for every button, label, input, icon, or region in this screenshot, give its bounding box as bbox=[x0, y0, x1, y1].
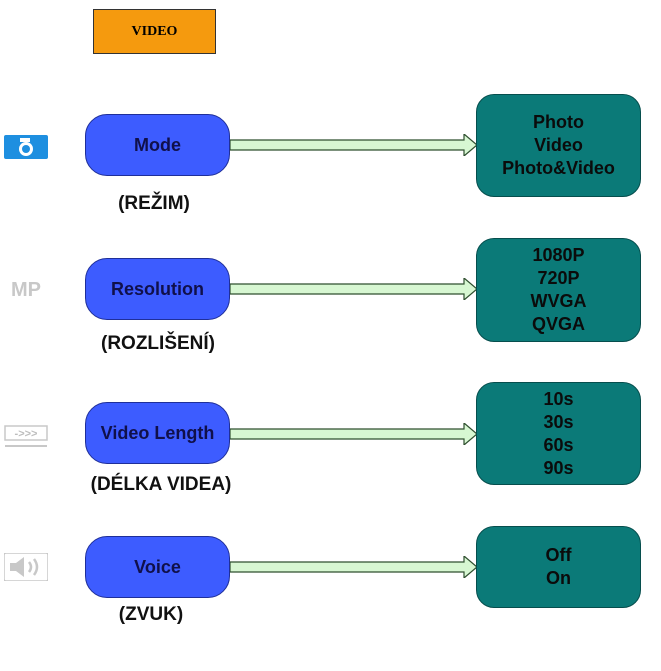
voice-caption: (ZVUK) bbox=[118, 604, 184, 625]
video-length-options: 10s 30s 60s 90s bbox=[476, 382, 641, 485]
voice-options: Off On bbox=[476, 526, 641, 608]
video-length-caption: (DÉLKA VIDEA) bbox=[90, 474, 232, 495]
resolution-node: Resolution bbox=[85, 258, 230, 320]
mode-caption: (REŽIM) bbox=[118, 193, 190, 214]
mode-node: Mode bbox=[85, 114, 230, 176]
mode-options: Photo Video Photo&Video bbox=[476, 94, 641, 197]
video-length-icon: ->>> bbox=[4, 423, 48, 454]
voice-node: Voice bbox=[85, 536, 230, 598]
resolution-option-qvga: QVGA bbox=[531, 314, 585, 334]
mode-option-photo-video: Photo&Video bbox=[502, 158, 615, 178]
resolution-options: 1080P 720P WVGA QVGA bbox=[476, 238, 641, 342]
resolution-option-1080p: 1080P bbox=[532, 245, 585, 265]
megapixel-icon: MP bbox=[4, 276, 48, 307]
video-length-option-30s: 30s bbox=[543, 411, 574, 432]
video-length-label: Video Length bbox=[100, 422, 215, 443]
video-length-option-90s: 90s bbox=[543, 457, 574, 478]
resolution-option-wvga: WVGA bbox=[530, 291, 587, 311]
resolution-caption: (ROZLIŠENÍ) bbox=[101, 333, 215, 354]
video-length-option-60s: 60s bbox=[543, 434, 574, 455]
mode-label: Mode bbox=[134, 134, 181, 155]
voice-option-off: Off bbox=[545, 545, 572, 565]
mode-arrow bbox=[230, 134, 478, 156]
mode-option-photo: Photo bbox=[533, 112, 584, 132]
resolution-label: Resolution bbox=[111, 278, 204, 299]
svg-text:->>>: ->>> bbox=[15, 428, 38, 440]
video-length-node: Video Length bbox=[85, 402, 230, 464]
resolution-arrow bbox=[230, 278, 478, 300]
video-header-box: VIDEO bbox=[93, 9, 216, 54]
speaker-icon bbox=[3, 552, 49, 586]
video-length-option-10s: 10s bbox=[543, 388, 574, 409]
mode-option-video: Video bbox=[534, 135, 583, 155]
resolution-option-720p: 720P bbox=[537, 268, 580, 288]
voice-label: Voice bbox=[134, 556, 181, 577]
voice-option-on: On bbox=[546, 568, 571, 588]
video-length-arrow bbox=[230, 423, 478, 445]
camera-icon bbox=[4, 135, 48, 164]
voice-arrow bbox=[230, 556, 478, 578]
svg-text:MP: MP bbox=[11, 279, 41, 301]
